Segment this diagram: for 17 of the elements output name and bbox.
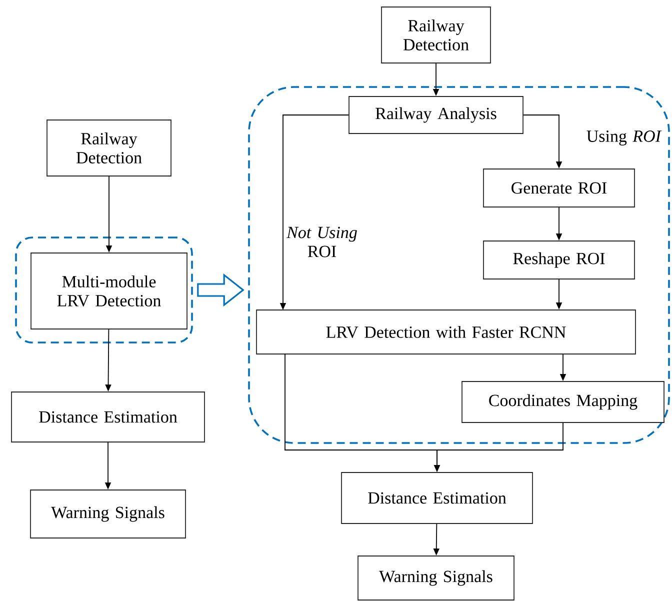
process-box: Railway Analysis [348, 96, 524, 134]
process-box: Railway Detection [46, 120, 172, 176]
edge-label: Not Using ROI [286, 226, 357, 258]
block-arrow [197, 273, 244, 307]
process-box: Multi-module LRV Detection [30, 252, 188, 330]
process-box: Railway Detection [381, 6, 491, 64]
process-box: Generate ROI [483, 168, 635, 208]
process-box: Coordinates Mapping [462, 381, 664, 423]
process-box: Distance Estimation [11, 392, 205, 442]
process-box: Reshape ROI [483, 240, 635, 280]
edge-label: Using ROI [586, 130, 662, 146]
dashed-group [15, 236, 193, 344]
process-box: Distance Estimation [341, 472, 533, 524]
process-box: Warning Signals [30, 490, 186, 538]
process-box: Warning Signals [358, 556, 514, 600]
process-box: LRV Detection with Faster RCNN [256, 310, 636, 354]
dashed-group [248, 86, 670, 444]
